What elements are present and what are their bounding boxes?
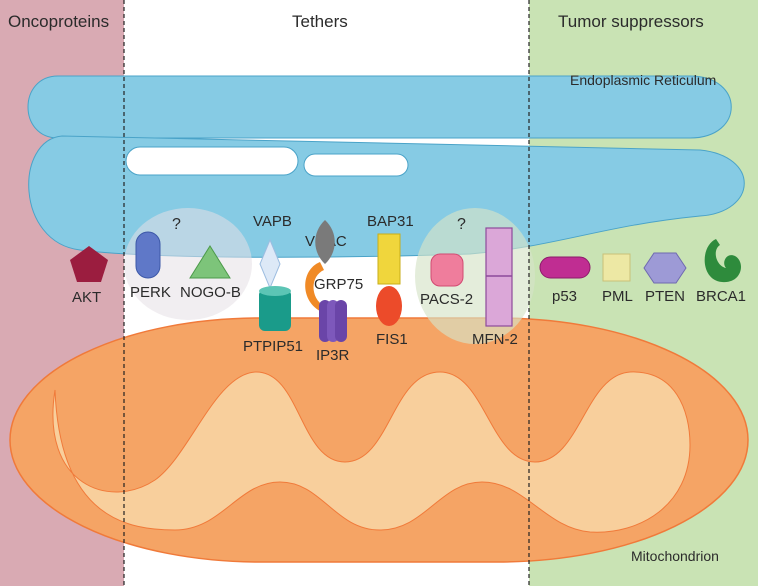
grp75-label: GRP75 bbox=[314, 276, 363, 293]
pml-label: PML bbox=[602, 288, 633, 305]
vdac-leaf-shape bbox=[315, 220, 335, 264]
akt-label: AKT bbox=[72, 289, 101, 306]
grp75-crescent-shape bbox=[305, 262, 324, 312]
mfn2-rectangle-shape bbox=[485, 227, 513, 327]
perk-cylinder-shape bbox=[135, 231, 161, 279]
pten-label: PTEN bbox=[645, 288, 685, 305]
pml-square-shape bbox=[602, 253, 631, 282]
mitochondrion-cristae bbox=[52, 371, 691, 533]
ptpip51-label: PTPIP51 bbox=[243, 338, 303, 355]
er-upper-cisterna bbox=[27, 75, 732, 139]
er-lumen-gap-left bbox=[125, 146, 299, 176]
fis1-label: FIS1 bbox=[376, 331, 408, 348]
p53-label: p53 bbox=[552, 288, 577, 305]
nogo-b-label: NOGO-B bbox=[180, 284, 241, 301]
brca1-label: BRCA1 bbox=[696, 288, 746, 305]
mitochondrion bbox=[9, 317, 749, 563]
p53-capsule-shape bbox=[539, 256, 591, 279]
akt-pentagon-shape bbox=[70, 246, 108, 282]
ip3r-channel-shape bbox=[319, 300, 347, 342]
endoplasmic-reticulum-label: Endoplasmic Reticulum bbox=[570, 72, 716, 88]
endoplasmic-reticulum bbox=[27, 75, 745, 258]
bap31-label: BAP31 bbox=[367, 213, 414, 230]
perk-nogo-question-mark: ? bbox=[172, 216, 181, 233]
pten-hexagon-shape bbox=[643, 252, 687, 284]
brca1-hook-shape bbox=[704, 239, 742, 283]
tumor-suppressors-header: Tumor suppressors bbox=[558, 12, 704, 31]
perk-label: PERK bbox=[130, 284, 171, 301]
bap31-square-shape bbox=[377, 233, 401, 285]
pacs2-label: PACS-2 bbox=[420, 291, 473, 308]
er-lumen-gap-right bbox=[303, 153, 409, 177]
ptpip51-cylinder-shape bbox=[259, 286, 291, 331]
fis1-oval-shape bbox=[376, 286, 402, 326]
pacs2-rounded-square-shape bbox=[430, 253, 464, 287]
tethers-header: Tethers bbox=[292, 12, 348, 31]
ip3r-label: IP3R bbox=[316, 347, 350, 364]
vapb-label: VAPB bbox=[253, 213, 292, 230]
mitochondrion-label: Mitochondrion bbox=[631, 548, 719, 564]
pacs2-mfn2-question-mark: ? bbox=[457, 216, 466, 233]
mfn2-label: MFN-2 bbox=[472, 331, 518, 348]
oncoproteins-header: Oncoproteins bbox=[8, 12, 109, 31]
nogo-b-triangle-shape bbox=[189, 245, 231, 279]
